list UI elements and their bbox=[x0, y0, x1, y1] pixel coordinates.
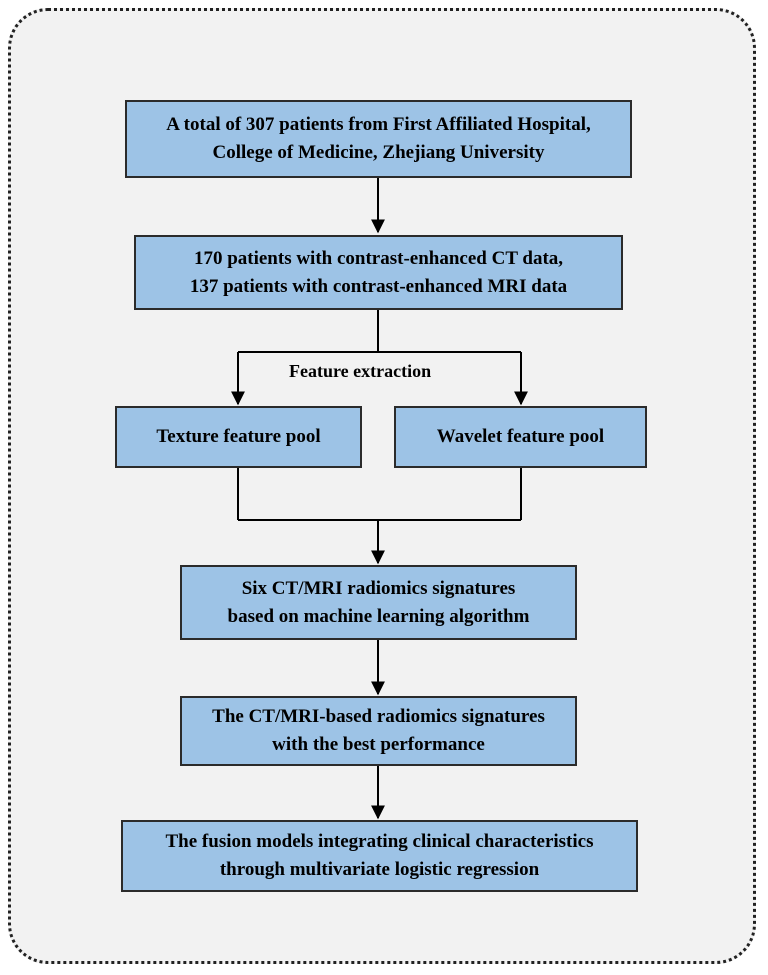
node-wavelet-pool: Wavelet feature pool bbox=[394, 406, 647, 468]
edge-label-feature-extraction: Feature extraction bbox=[289, 361, 432, 381]
node-imaging-data: 170 patients with contrast-enhanced CT d… bbox=[134, 235, 623, 310]
node-texture-pool: Texture feature pool bbox=[115, 406, 362, 468]
node-fusion-models: The fusion models integrating clinical c… bbox=[121, 820, 638, 892]
node-best-signatures: The CT/MRI-based radiomics signatures wi… bbox=[180, 696, 577, 766]
node-patients-total: A total of 307 patients from First Affil… bbox=[125, 100, 632, 178]
node-signatures: Six CT/MRI radiomics signatures based on… bbox=[180, 565, 577, 640]
